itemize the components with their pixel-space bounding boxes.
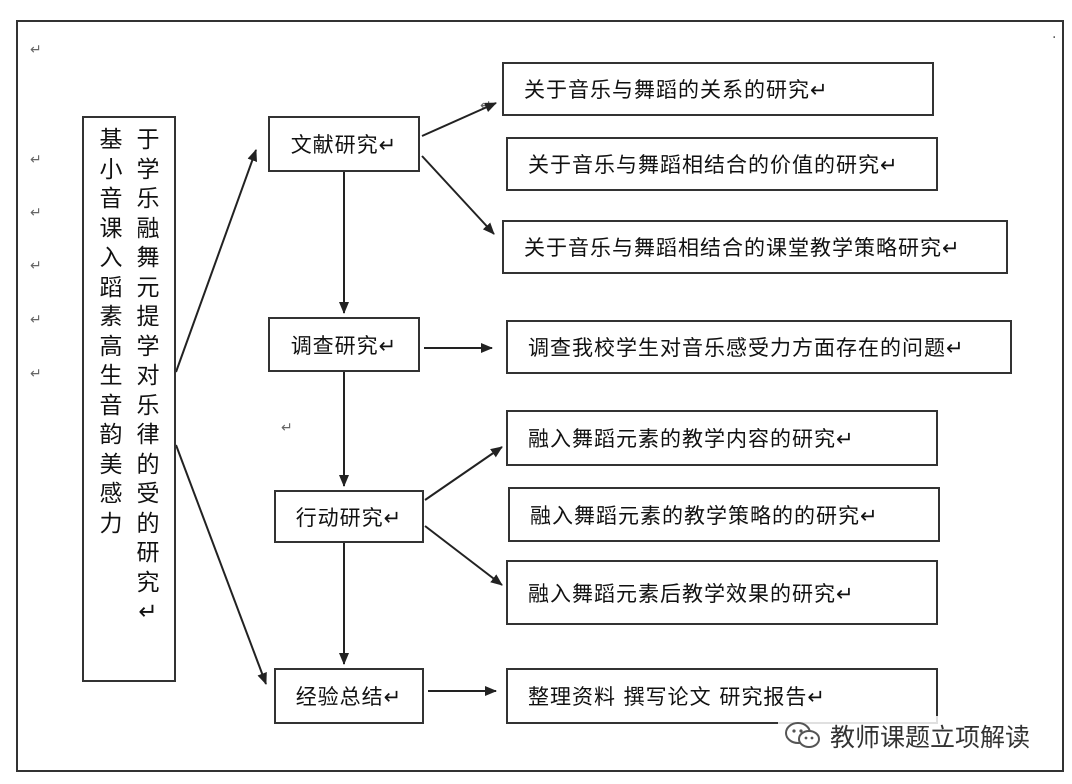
action-item-text: 融入舞蹈元素的教学内容的研究↵ [528, 427, 855, 451]
root-topic-box [82, 116, 176, 682]
watermark: 教师课题立项解读 [778, 716, 1041, 756]
arrow-action-item-1 [424, 446, 503, 501]
arrow-literature-item-1 [421, 102, 497, 137]
summary-item-text: 整理资料 撰写论文 研究报告↵ [528, 685, 826, 709]
literature-item-box: 关于音乐与舞蹈相结合的价值的研究↵ [506, 137, 938, 191]
arrow-root-to-summary [175, 444, 267, 685]
summary-item-box: 整理资料 撰写论文 研究报告↵ [506, 668, 938, 724]
stage-literature-box: 文献研究↵ [268, 116, 420, 172]
watermark-text: 教师课题立项解读 [830, 723, 1031, 752]
paragraph-mark: ↵ [30, 258, 42, 274]
stage-literature-label: 文献研究↵ [290, 133, 398, 157]
stage-survey-box: 调查研究↵ [268, 317, 420, 372]
frame-corner-mark: · [1052, 30, 1057, 46]
literature-item-text: 关于音乐与舞蹈的关系的研究↵ [524, 78, 829, 102]
diagram-frame [16, 20, 1064, 772]
action-item-text: 融入舞蹈元素的教学策略的的研究↵ [530, 503, 879, 528]
survey-item-box: 调查我校学生对音乐感受力方面存在的问题↵ [506, 320, 1012, 374]
paragraph-mark: ↵ [30, 42, 42, 58]
arrow-root-to-literature [175, 149, 257, 373]
paragraph-mark: ↵ [281, 420, 293, 436]
literature-item-box: 关于音乐与舞蹈相结合的课堂教学策略研究↵ [502, 220, 1008, 274]
paragraph-mark: ↵ [30, 366, 42, 382]
arrow-action-item-3 [424, 525, 503, 586]
literature-item-box: 关于音乐与舞蹈的关系的研究↵ [502, 62, 934, 116]
action-item-box: 融入舞蹈元素的教学策略的的研究↵ [508, 487, 940, 542]
survey-item-text: 调查我校学生对音乐感受力方面存在的问题↵ [528, 336, 965, 360]
paragraph-mark: ↵ [30, 205, 42, 221]
paragraph-mark: ↵ [30, 312, 42, 328]
stage-action-label: 行动研究↵ [295, 505, 403, 530]
literature-item-text: 关于音乐与舞蹈相结合的价值的研究↵ [528, 153, 899, 177]
wechat-icon [785, 722, 820, 748]
stage-summary-box: 经验总结↵ [274, 668, 424, 724]
root-topic-col-left: 基小音课入蹈素高生音韵美感力 [99, 127, 123, 537]
literature-item-text: 关于音乐与舞蹈相结合的课堂教学策略研究↵ [524, 236, 961, 260]
arrow-literature-item-3 [421, 155, 495, 235]
action-item-text: 融入舞蹈元素后教学效果的研究↵ [528, 581, 855, 606]
action-item-box: 融入舞蹈元素后教学效果的研究↵ [506, 560, 938, 625]
stage-summary-label: 经验总结↵ [295, 685, 403, 709]
action-item-box: 融入舞蹈元素的教学内容的研究↵ [506, 410, 938, 466]
stage-action-box: 行动研究↵ [274, 490, 424, 543]
paragraph-mark: ↵ [30, 152, 42, 168]
stage-survey-label: 调查研究↵ [290, 333, 398, 358]
root-topic-col-right: 于学乐融舞元提学对乐律的受的研究↵ [136, 127, 160, 625]
